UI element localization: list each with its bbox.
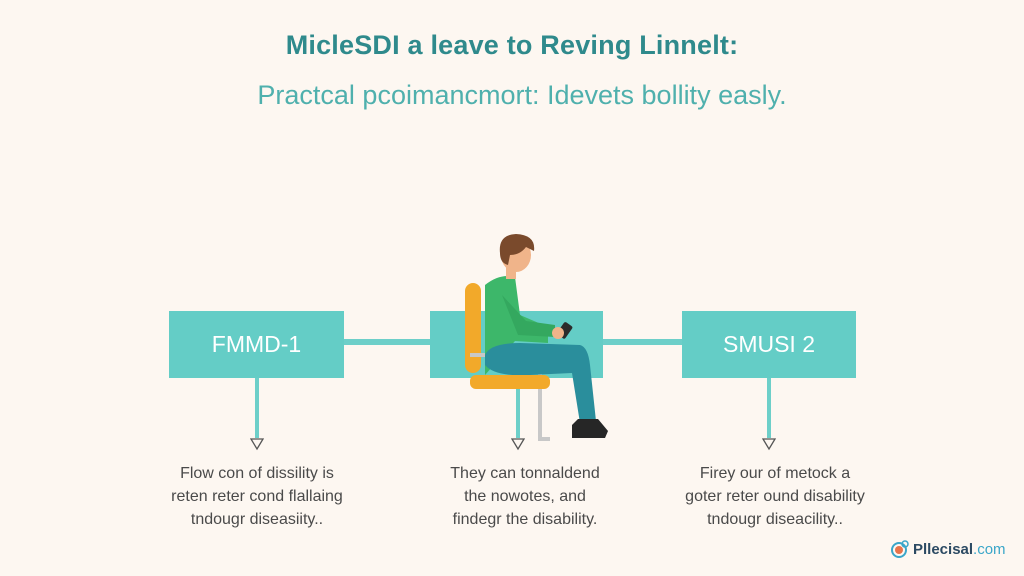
brand-logo: Pllecisal.com [890,539,1006,559]
connector-2-3 [602,339,684,345]
node-1-description: Flow con of dissility is reten reter con… [171,465,343,528]
node-2-description: They can tonnaldend the nowotes, and fin… [450,465,600,528]
logo-brand: Pllecisal [913,540,974,558]
node-3-description: Firey our of metock a goter reter ound d… [685,465,865,528]
drop-line-1 [255,378,259,438]
page-subtitle: Practcal pcoimancmort: Idevets bollity e… [257,80,787,110]
logo-icon [891,540,909,558]
person-illustration [465,234,608,441]
diagram-node-3: SMUSI 2 [682,311,856,378]
logo-tld: .com [973,540,1006,558]
arrow-down-icon [762,438,776,451]
arrow-down-icon [511,438,525,451]
drop-line-3 [767,378,771,438]
page-title: MicleSDI a leave to Reving Linnelt: [285,30,739,60]
drop-line-2 [516,378,520,438]
diagram-node-1: FMMD-1 [169,311,344,378]
arrow-down-icon [250,438,264,451]
connector-1-2 [344,339,432,345]
node-label: FMMD-1 [211,331,302,357]
node-label: SMUSI 2 [722,331,816,357]
